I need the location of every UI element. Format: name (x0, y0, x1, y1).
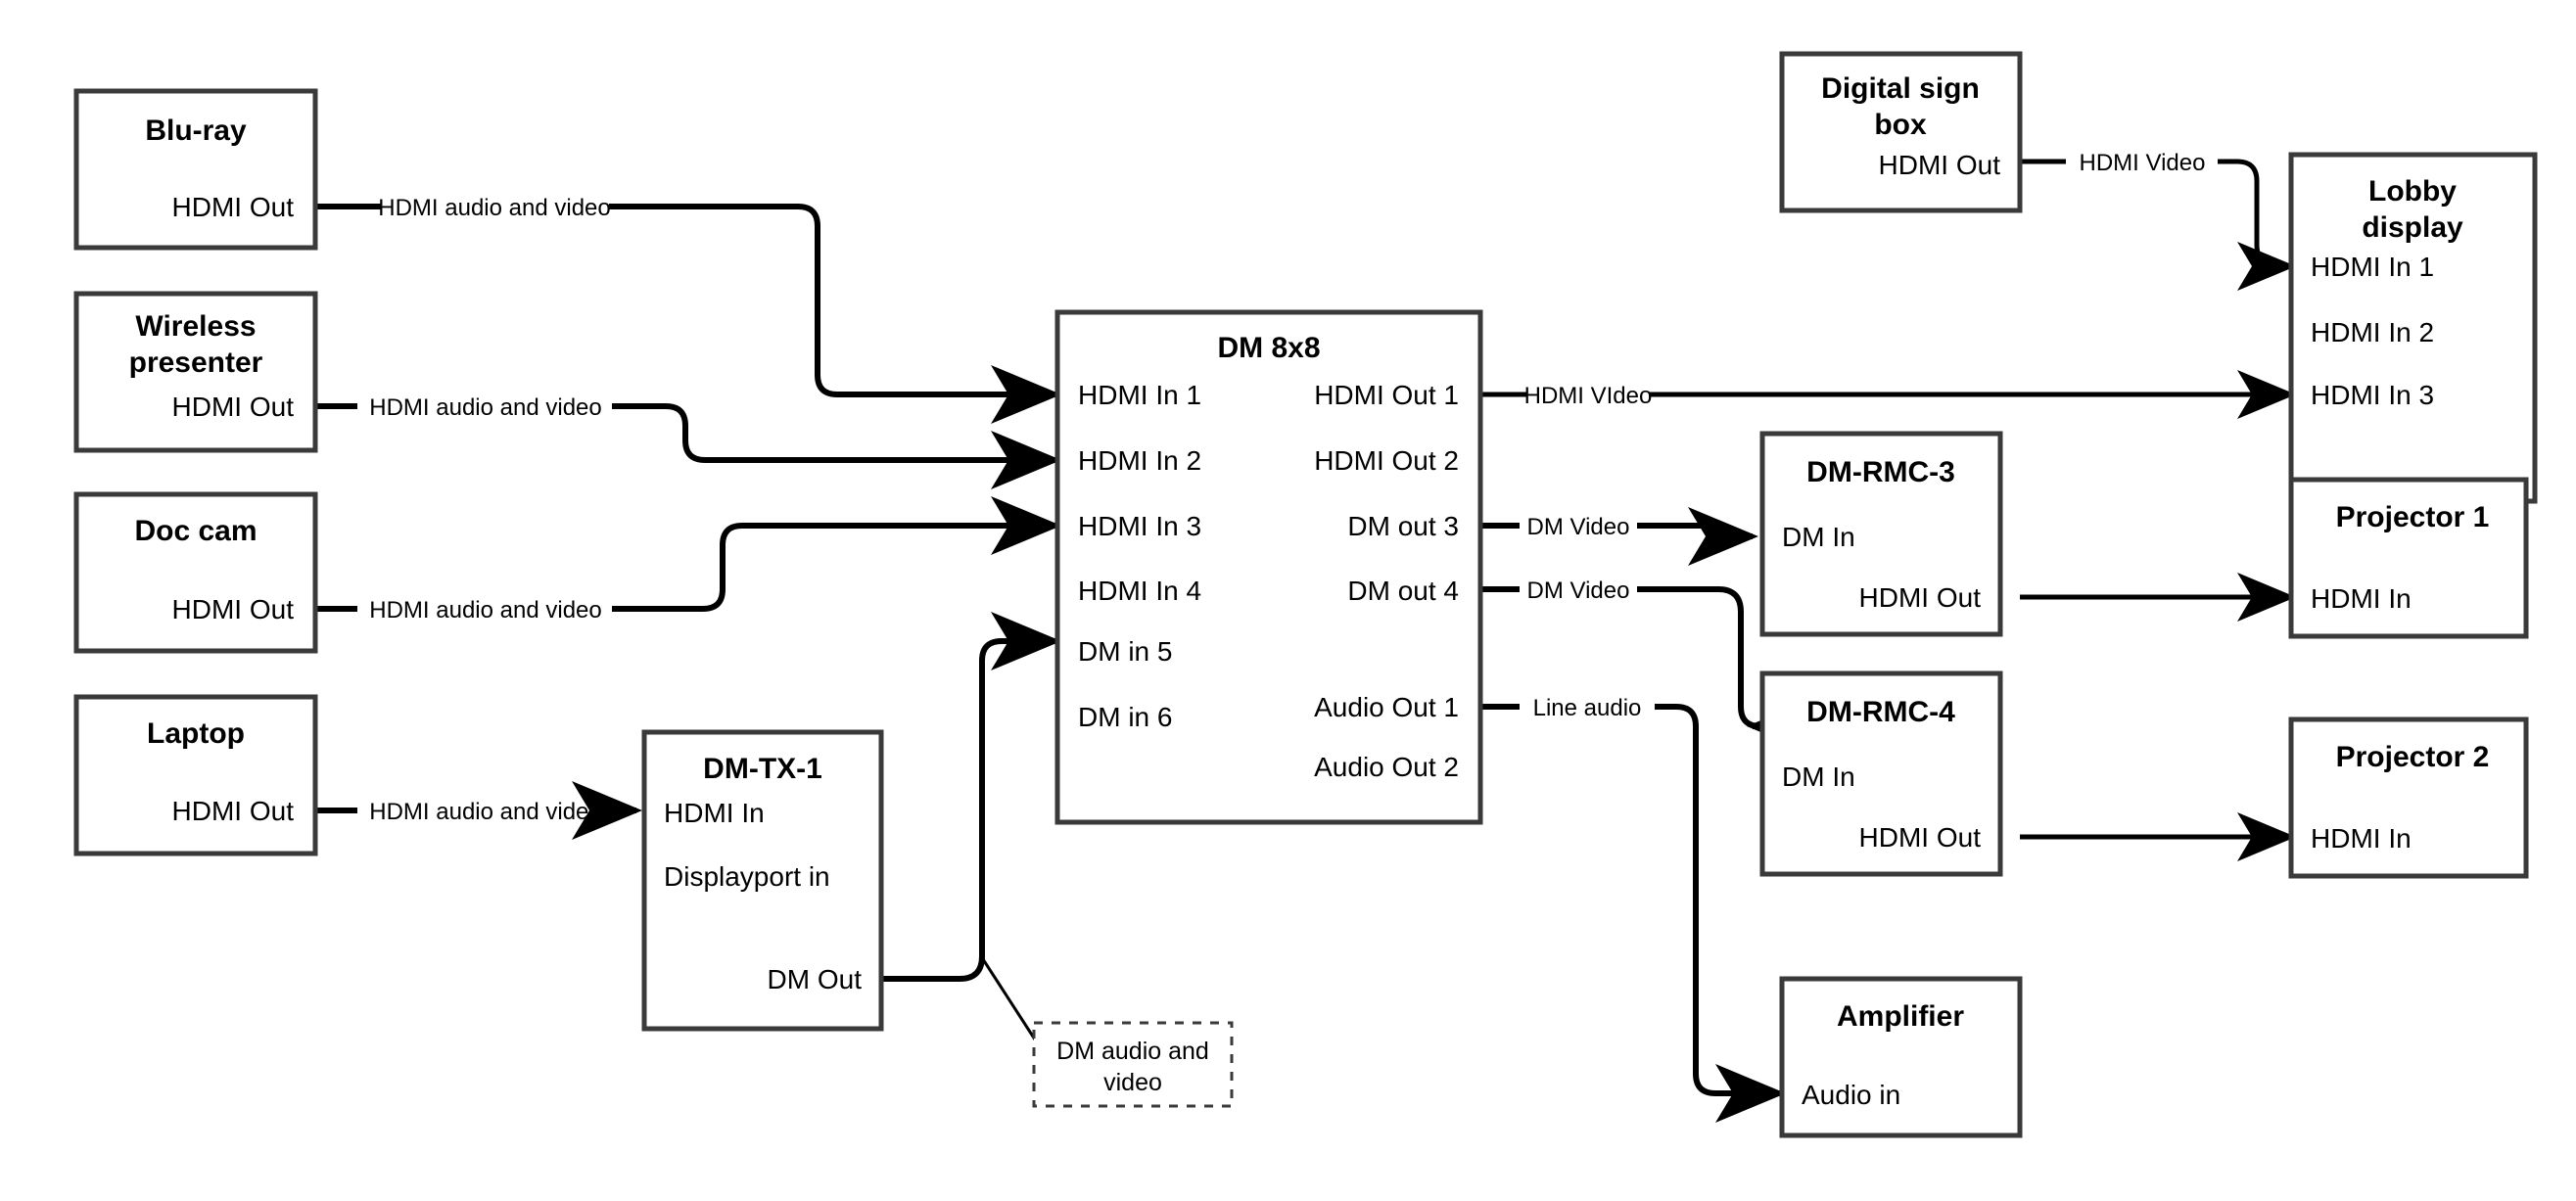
dm-8x8-input-hdmi-in-4: HDMI In 4 (1078, 576, 1201, 606)
projector-1-title: Projector 1 (2336, 501, 2490, 533)
device-box-digital-sign-box[interactable]: Digital sign box HDMI Out (1779, 51, 2023, 213)
digital-sign-box-title-line2: box (1874, 109, 1927, 141)
wire-dmtx1-to-dm-in-5 (881, 612, 1061, 982)
wireless-presenter-port-hdmi-out: HDMI Out (172, 392, 295, 422)
digital-sign-box-title-line1: Digital sign (1821, 72, 1980, 105)
wire-label-hdmi-out-1: HDMI VIdeo (1524, 383, 1653, 409)
wire-sign-to-lobby-hdmi-in-1 (2020, 159, 2291, 266)
dm-8x8-input-dm-in-6: DM in 6 (1078, 702, 1172, 732)
device-box-laptop[interactable]: Laptop HDMI Out (73, 694, 318, 856)
lobby-display-title-line1: Lobby (2368, 175, 2457, 208)
note-dm-audio-video-outline (1032, 1021, 1234, 1108)
wire-dm-out-4-to-rmc4 (1480, 586, 1760, 726)
dm-tx-1-title: DM-TX-1 (703, 753, 822, 785)
device-box-projector-2[interactable]: Projector 2 HDMI In (2288, 716, 2529, 879)
dm-8x8-output-hdmi-out-2: HDMI Out 2 (1314, 445, 1459, 476)
projector-2-box-outline (2288, 716, 2529, 879)
wireless-presenter-box-outline (73, 291, 318, 453)
device-box-dm-8x8[interactable]: DM 8x8 HDMI In 1 HDMI In 2 HDMI In 3 HDM… (1054, 309, 1483, 825)
wireless-presenter-title-line1: Wireless (135, 310, 256, 343)
device-box-wireless-presenter[interactable]: Wireless presenter HDMI Out (73, 291, 318, 453)
projector-1-port-hdmi-in: HDMI In (2311, 583, 2412, 614)
dm-8x8-input-hdmi-in-1: HDMI In 1 (1078, 380, 1201, 410)
amplifier-box-outline (1779, 976, 2023, 1138)
lobby-display-title-line2: display (2362, 211, 2463, 244)
dm-rmc-3-title: DM-RMC-3 (1806, 456, 1955, 488)
device-box-projector-1[interactable]: Projector 1 HDMI In (2288, 477, 2529, 639)
wire-bluray-to-dm-hdmi-in-1 (315, 204, 1055, 394)
doc-cam-port-hdmi-out: HDMI Out (172, 594, 295, 624)
note-dm-audio-video-line2: video (1103, 1069, 1162, 1096)
dm-rmc-4-port-hdmi-out: HDMI Out (1859, 822, 1982, 853)
device-box-doc-cam[interactable]: Doc cam HDMI Out (73, 491, 318, 654)
dm-rmc-3-port-dm-in: DM In (1782, 522, 1855, 552)
dm-8x8-output-audio-out-1: Audio Out 1 (1314, 692, 1459, 722)
laptop-port-hdmi-out: HDMI Out (172, 796, 295, 826)
dm-8x8-input-hdmi-in-2: HDMI In 2 (1078, 445, 1201, 476)
dm-8x8-box-outline (1054, 309, 1483, 825)
leader-dm-audio-video-note (981, 958, 1037, 1040)
dm-tx-1-port-hdmi-in: HDMI In (664, 798, 765, 828)
dm-8x8-input-hdmi-in-3: HDMI In 3 (1078, 511, 1201, 541)
bluray-port-hdmi-out: HDMI Out (172, 192, 295, 222)
device-box-dm-rmc-4[interactable]: DM-RMC-4 DM In HDMI Out (1759, 670, 2003, 877)
wire-label-bluray: HDMI audio and video (378, 195, 610, 221)
dm-8x8-output-audio-out-2: Audio Out 2 (1314, 752, 1459, 782)
dm-tx-1-port-dm-out: DM Out (768, 964, 863, 994)
dm-tx-1-box-outline (641, 729, 884, 1032)
laptop-box-outline (73, 694, 318, 856)
wire-doccam-to-dm-hdmi-in-3 (315, 526, 1055, 612)
dm-8x8-output-dm-out-3: DM out 3 (1347, 511, 1459, 541)
projector-2-port-hdmi-in: HDMI In (2311, 823, 2412, 854)
dm-rmc-3-port-hdmi-out: HDMI Out (1859, 582, 1982, 613)
dm-rmc-4-title: DM-RMC-4 (1806, 696, 1955, 728)
device-box-dm-tx-1[interactable]: DM-TX-1 HDMI In Displayport in DM Out (641, 729, 884, 1032)
digital-sign-box-outline (1779, 51, 2023, 213)
bluray-box-outline (73, 88, 318, 251)
wire-wireless-to-dm-hdmi-in-2 (315, 406, 1055, 460)
bluray-title: Blu-ray (145, 115, 247, 147)
wire-label-doccam: HDMI audio and video (369, 597, 601, 624)
device-box-lobby-display[interactable]: Lobby display HDMI In 1 HDMI In 2 HDMI I… (2288, 152, 2538, 504)
doc-cam-box-outline (73, 491, 318, 654)
dm-8x8-output-hdmi-out-1: HDMI Out 1 (1314, 380, 1459, 410)
lobby-display-input-hdmi-in-3: HDMI In 3 (2311, 380, 2434, 410)
wire-label-sign-to-lobby: HDMI Video (2080, 150, 2206, 176)
amplifier-title: Amplifier (1837, 1000, 1964, 1033)
dm-rmc-4-port-dm-in: DM In (1782, 762, 1855, 792)
digital-sign-box-port-hdmi-out: HDMI Out (1879, 150, 2001, 180)
device-box-bluray[interactable]: Blu-ray HDMI Out (73, 88, 318, 251)
amplifier-port-audio-in: Audio in (1802, 1080, 1900, 1110)
dm-8x8-output-dm-out-4: DM out 4 (1347, 576, 1459, 606)
dm-tx-1-port-displayport-in: Displayport in (664, 861, 830, 892)
dm-8x8-input-dm-in-5: DM in 5 (1078, 636, 1172, 667)
dm-rmc-3-box-outline (1759, 431, 2003, 637)
wire-label-wireless: HDMI audio and video (369, 394, 601, 421)
dm-8x8-title: DM 8x8 (1217, 332, 1320, 364)
dm-rmc-4-box-outline (1759, 670, 2003, 877)
wireless-presenter-title-line2: presenter (129, 346, 263, 379)
note-dm-audio-video-line1: DM audio and (1056, 1038, 1209, 1065)
device-box-dm-rmc-3[interactable]: DM-RMC-3 DM In HDMI Out (1759, 431, 2003, 637)
wire-label-dm-out-3: DM Video (1527, 514, 1630, 540)
wire-audio-out-1-to-amplifier (1480, 704, 1780, 1093)
wire-labels-layer: HDMI audio and video HDMI audio and vide… (369, 150, 2205, 825)
wire-label-audio-out-1: Line audio (1533, 695, 1642, 721)
doc-cam-title: Doc cam (134, 515, 257, 547)
wires-layer (315, 159, 2291, 1093)
laptop-title: Laptop (147, 717, 245, 750)
wire-dm-out-3-to-rmc3 (1480, 526, 1753, 539)
device-box-amplifier[interactable]: Amplifier Audio in (1779, 976, 2023, 1138)
lobby-display-input-hdmi-in-2: HDMI In 2 (2311, 317, 2434, 347)
lobby-display-input-hdmi-in-1: HDMI In 1 (2311, 252, 2434, 282)
projector-2-title: Projector 2 (2336, 741, 2490, 773)
note-dm-audio-and-video: DM audio and video (1032, 1021, 1234, 1108)
projector-1-box-outline (2288, 477, 2529, 639)
wire-label-laptop: HDMI audio and video (369, 799, 601, 825)
wire-label-dm-out-4: DM Video (1527, 577, 1630, 604)
